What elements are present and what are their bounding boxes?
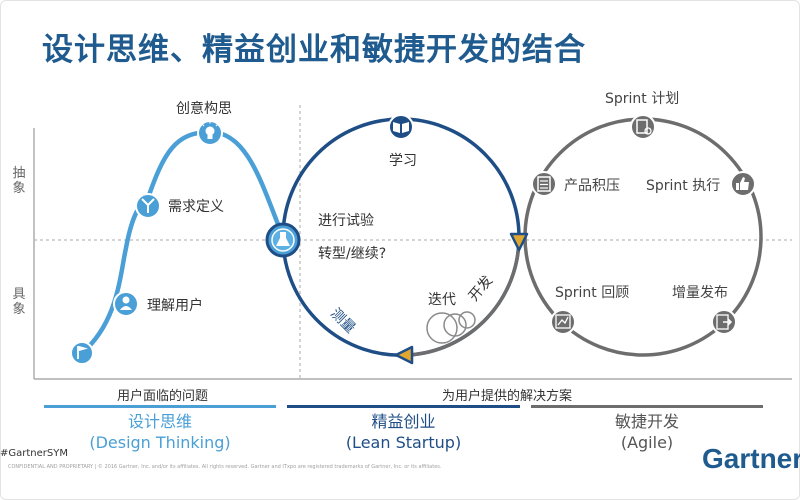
experiment-flask-icon xyxy=(265,222,301,258)
lean-startup-phase: 精益创业 (Lean Startup) xyxy=(287,411,520,453)
abstract-axis-label: 抽象 xyxy=(12,166,26,196)
sprint-execution-label: Sprint 执行 xyxy=(646,178,720,194)
lean-startup-en: (Lean Startup) xyxy=(345,433,462,452)
experiment-label: 进行试验 xyxy=(318,213,374,229)
measure-arrow-marker xyxy=(394,345,414,365)
thumbs-up-icon xyxy=(730,171,756,197)
release-export-icon xyxy=(711,309,737,335)
problem-caption: 用户面临的问题 xyxy=(117,389,209,404)
lean-loop-build-arc xyxy=(408,236,521,357)
lean-loop-return xyxy=(281,236,410,358)
agile-bar xyxy=(531,405,763,408)
agile-cn: 敏捷开发 xyxy=(614,412,679,431)
define-branch-icon xyxy=(135,193,161,219)
design-thinking-bar xyxy=(44,405,276,408)
ideate-label: 创意构思 xyxy=(176,100,232,117)
empathize-flag-icon xyxy=(70,341,94,365)
learn-book-icon xyxy=(388,114,414,140)
empathize-label: 理解用户 xyxy=(147,297,203,314)
build-label: 开发 xyxy=(466,273,496,305)
backlog-list-icon xyxy=(531,171,557,197)
agile-phase: 敏捷开发 (Agile) xyxy=(531,411,763,453)
iteration-loops xyxy=(426,311,476,344)
learn-label: 学习 xyxy=(389,153,417,169)
iterate-label: 迭代 xyxy=(428,292,456,308)
build-arrow-marker xyxy=(509,232,529,252)
user-pin-icon xyxy=(113,291,139,317)
design-thinking-en: (Design Thinking) xyxy=(89,433,231,452)
agile-en: (Agile) xyxy=(620,433,674,452)
review-chart-icon xyxy=(550,309,576,335)
design-thinking-phase: 设计思维 (Design Thinking) xyxy=(44,411,276,453)
design-thinking-curve xyxy=(79,129,286,356)
footer-note: CONFIDENTIAL AND PROPRIETARY | © 2016 Ga… xyxy=(8,464,442,470)
gartner-logo: Gartner xyxy=(702,443,800,474)
sprint-planning-icon xyxy=(630,114,656,140)
design-thinking-cn: 设计思维 xyxy=(127,412,192,431)
hashtag: #GartnerSYM xyxy=(0,448,68,459)
backlog-label: 产品积压 xyxy=(564,178,620,194)
lean-startup-bar xyxy=(287,405,520,408)
ideate-lightbulb-icon xyxy=(197,120,223,146)
pivot-label: 转型/继续? xyxy=(318,245,386,262)
sprint-planning-label: Sprint 计划 xyxy=(605,91,679,107)
solution-caption: 为用户提供的解决方案 xyxy=(442,389,573,404)
slide-title: 设计思维、精益创业和敏捷开发的结合 xyxy=(42,32,586,68)
concrete-axis-label: 具象 xyxy=(12,287,26,317)
lean-startup-cn: 精益创业 xyxy=(371,412,436,431)
release-label: 增量发布 xyxy=(672,285,728,301)
define-label: 需求定义 xyxy=(168,199,224,215)
sprint-review-label: Sprint 回顾 xyxy=(555,285,629,301)
